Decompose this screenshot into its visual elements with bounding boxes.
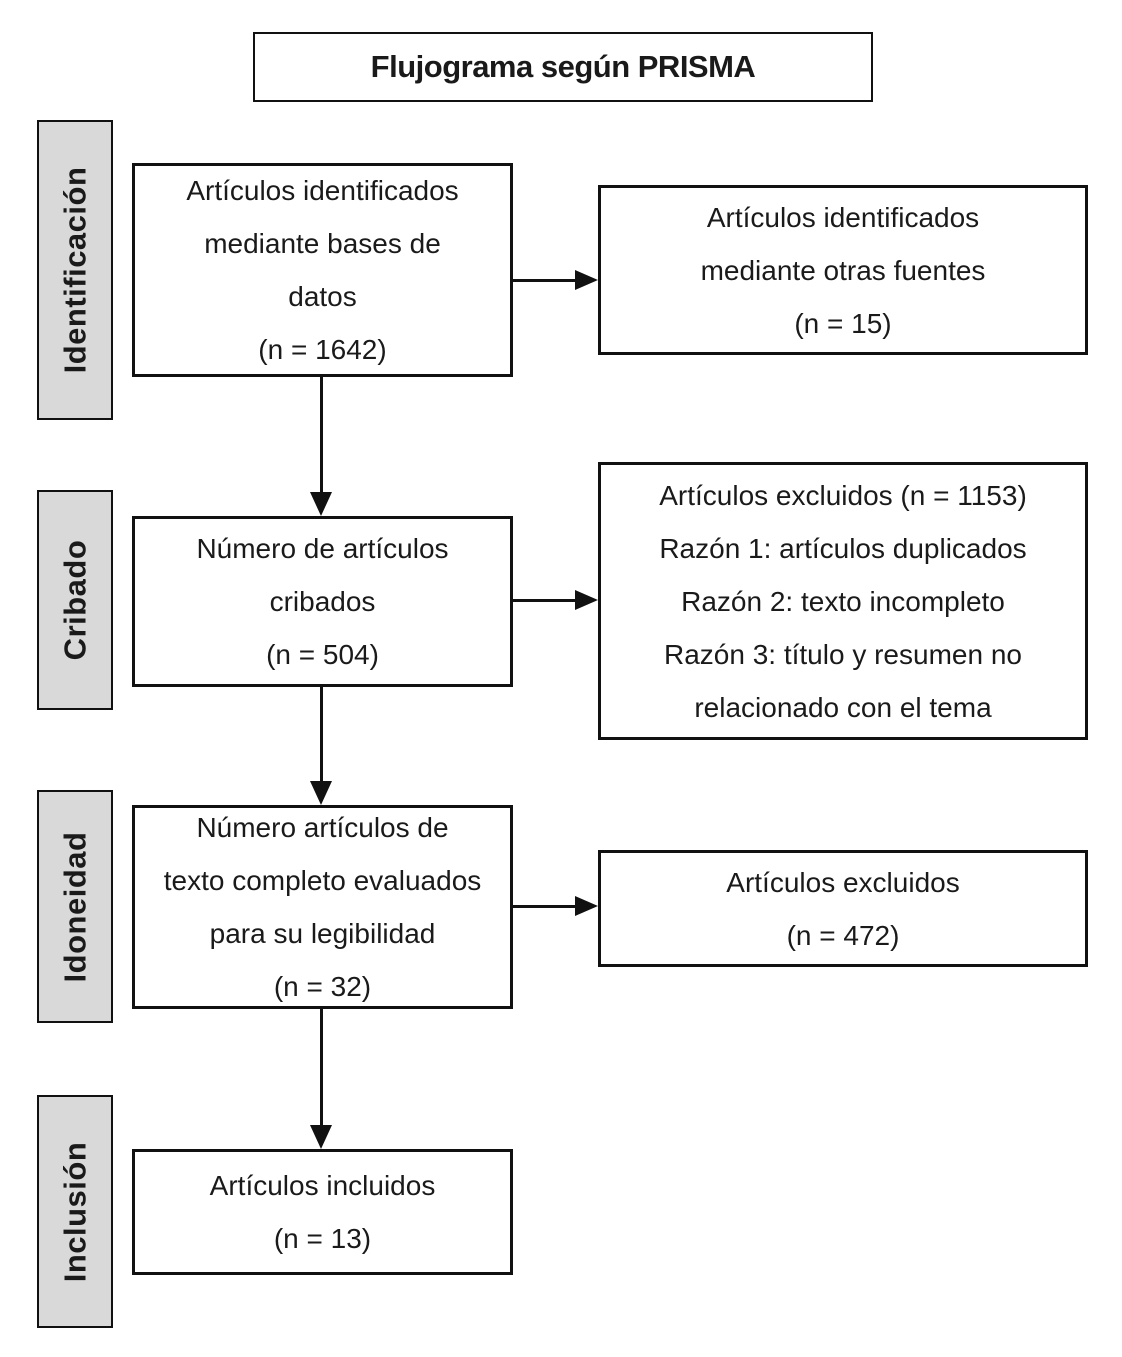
box-identified-databases-count: (n = 1642) xyxy=(258,334,387,365)
arrow-down-head-icon xyxy=(310,492,332,516)
box-screened-line1: Número de artículos xyxy=(196,533,449,564)
box-included-count: (n = 13) xyxy=(273,1223,372,1254)
arrow-shaft xyxy=(513,904,575,908)
box-excluded-screening-reason1: Razón 1: artículos duplicados xyxy=(659,532,1027,564)
box-included-line1: Artículos incluidos xyxy=(209,1170,436,1201)
box-identified-databases-line2: mediante bases de xyxy=(204,228,441,259)
stage-cribado-label: Cribado xyxy=(57,539,92,661)
box-identified-databases-line1: Artículos identificados xyxy=(186,175,459,206)
box-excluded-screening: Artículos excluidos (n = 1153) Razón 1: … xyxy=(598,462,1088,740)
arrow-fulltext-to-included xyxy=(310,1008,332,1149)
arrow-screened-to-fulltext xyxy=(310,687,332,805)
box-screened-count: (n = 504) xyxy=(266,639,379,670)
arrow-right-head-icon xyxy=(575,590,598,610)
box-fulltext-assessed-line3: para su legibilidad xyxy=(209,918,436,949)
stage-idoneidad: Idoneidad xyxy=(37,790,113,1023)
stage-idoneidad-label: Idoneidad xyxy=(57,831,93,982)
box-identified-other-sources: Artículos identificados mediante otras f… xyxy=(598,185,1088,355)
box-identified-other-sources-line2: mediante otras fuentes xyxy=(700,254,986,286)
stage-inclusion-label: Inclusión xyxy=(57,1141,93,1282)
box-screened-line2: cribados xyxy=(269,586,376,617)
box-excluded-fulltext: Artículos excluidos (n = 472) xyxy=(598,850,1088,967)
arrow-right-head-icon xyxy=(575,270,598,290)
arrow-right-head-icon xyxy=(575,896,598,916)
arrow-screened-to-excluded xyxy=(512,590,598,610)
box-included: Artículos incluidos (n = 13) xyxy=(132,1149,513,1275)
box-excluded-screening-reason3: Razón 3: título y resumen no relacionado… xyxy=(664,638,1022,723)
box-fulltext-assessed-count: (n = 32) xyxy=(273,971,372,1002)
box-identified-other-sources-line1: Artículos identificados xyxy=(706,201,980,233)
box-identified-databases: Artículos identificados mediante bases d… xyxy=(132,163,513,377)
box-identified-other-sources-count: (n = 15) xyxy=(794,307,892,339)
box-fulltext-assessed-line2: texto completo evaluados xyxy=(163,865,482,896)
stage-inclusion: Inclusión xyxy=(37,1095,113,1328)
box-excluded-fulltext-line1: Artículos excluidos xyxy=(726,866,960,898)
box-screened: Número de artículos cribados (n = 504) xyxy=(132,516,513,687)
diagram-title: Flujograma según PRISMA xyxy=(370,49,756,84)
diagram-title-box: Flujograma según PRISMA xyxy=(253,32,873,102)
box-excluded-fulltext-count: (n = 472) xyxy=(786,919,900,951)
arrow-shaft xyxy=(513,278,575,282)
arrow-shaft xyxy=(319,687,323,781)
box-excluded-screening-header: Artículos excluidos (n = 1153) xyxy=(659,479,1027,511)
arrow-shaft xyxy=(512,598,575,602)
arrow-down-head-icon xyxy=(310,1125,332,1149)
arrow-shaft xyxy=(319,377,323,492)
arrow-identified-to-screened xyxy=(310,377,332,516)
box-identified-databases-line3: datos xyxy=(288,281,357,312)
stage-identificacion-label: Identificación xyxy=(57,166,92,374)
arrow-down-head-icon xyxy=(310,781,332,805)
stage-cribado: Cribado xyxy=(37,490,113,710)
box-excluded-screening-reason2: Razón 2: texto incompleto xyxy=(681,585,1005,617)
arrow-fulltext-to-excluded xyxy=(513,896,598,916)
stage-identificacion: Identificación xyxy=(37,120,113,420)
arrow-identified-to-other-sources xyxy=(513,270,598,290)
arrow-shaft xyxy=(319,1008,323,1125)
box-fulltext-assessed-line1: Número artículos de xyxy=(196,812,449,843)
box-fulltext-assessed: Número artículos de texto completo evalu… xyxy=(132,805,513,1009)
